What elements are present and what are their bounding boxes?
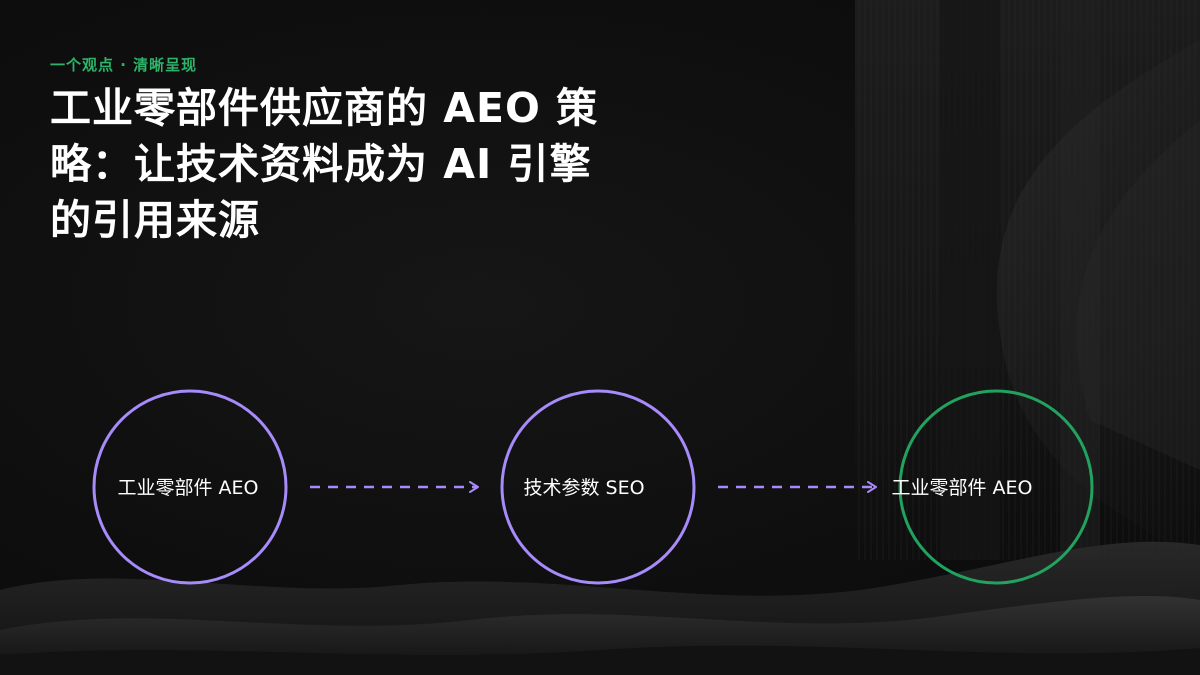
- node-label: 工业零部件 AEO: [892, 477, 1033, 499]
- flow-node-3: 工业零部件 AEO: [892, 389, 1094, 585]
- eyebrow-tagline: 一个观点 · 清晰呈现: [50, 56, 198, 74]
- node-circle: [898, 389, 1094, 585]
- dunes-graphic: [0, 541, 1200, 675]
- page-title: 工业零部件供应商的 AEO 策略：让技术资料成为 AI 引擎的引用来源: [50, 84, 599, 244]
- node-label: 工业零部件 AEO: [118, 477, 259, 499]
- node-circle: [92, 389, 288, 585]
- flow-node-1: 工业零部件 AEO: [92, 389, 288, 585]
- node-circle: [500, 389, 696, 585]
- node-label: 技术参数 SEO: [523, 477, 644, 499]
- flow-node-2: 技术参数 SEO: [500, 389, 696, 585]
- skyscraper-graphic: [855, 0, 1200, 560]
